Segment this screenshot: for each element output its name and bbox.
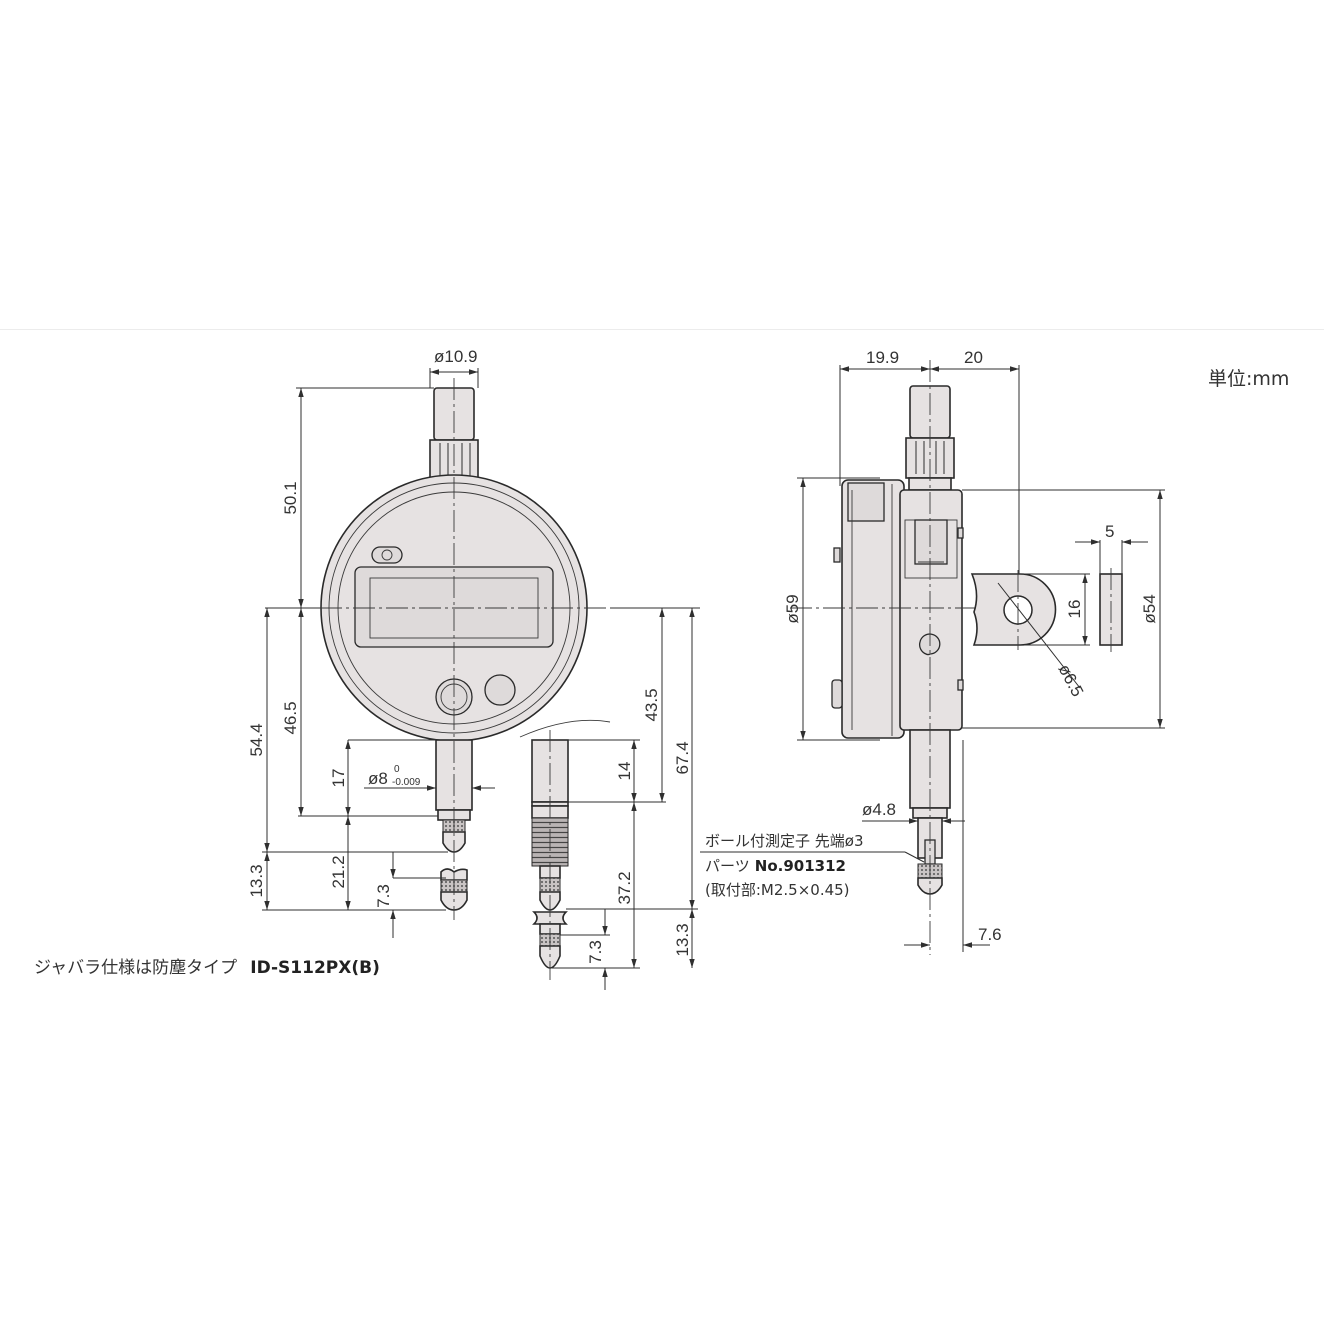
dim-body-diameter: ø59 [783,594,802,623]
dim-left-depth: 19.9 [866,348,899,367]
dim-stem-to-center: 46.5 [281,701,300,734]
svg-text:ジャバラ仕様は防塵タイプ ID-S112PX(B: ジャバラ仕様は防塵タイプ ID-S112PX(B) [34,958,380,978]
dim-sleeve-len: 14 [615,762,634,781]
side-view: 19.9 20 ø59 ø54 ø6.5 16 5 ø4 [700,348,1165,955]
dim-overall-to-tip: 54.4 [247,723,266,756]
dim-stem-tol-lower: -0.009 [392,777,421,788]
dim-back-diameter: ø54 [1140,594,1159,623]
dim-tip-offset: 7.6 [978,925,1002,944]
bellows-view: 14 37.2 43.5 67.4 13.3 7.3 ジャバラ仕様は防塵タイプ … [34,607,700,990]
dim-right-depth: 20 [964,348,983,367]
dim-tip-extension: 13.3 [673,923,692,956]
dim-stem-length: 17 [329,769,348,788]
dim-top-height: 50.1 [281,481,300,514]
caption-jp: ジャバラ仕様は防塵タイプ [34,958,237,978]
dim-lug-width: 16 [1065,600,1084,619]
dim-stem-diameter: ø8 [368,769,388,788]
dim-contact-travel: 21.2 [329,855,348,888]
dim-lug-thickness: 5 [1105,522,1114,541]
dim-tip-len: 7.3 [374,884,393,908]
caption-model: ID-S112PX(B) [250,958,380,978]
part-prefix: パーツ [705,857,750,875]
svg-text:パーツ No.901312: パーツ No.901312 [705,856,846,875]
dim-center-to-tip: 67.4 [673,741,692,774]
mount-spec: (取付部:M2.5×0.45) [705,881,850,899]
part-number: No.901312 [755,857,846,875]
dim-lug-hole: ø6.5 [1054,661,1087,700]
dim-bellows-tip-len: 7.3 [586,940,605,964]
contact-point-label: ボール付測定子 先端ø3 [705,832,864,850]
dim-stem-diameter: ø4.8 [862,800,896,819]
unit-label: 単位:mm [1208,368,1289,390]
top-divider [0,329,1324,330]
front-view: ø10.9 50.1 46.5 54.4 13.3 17 21.2 7.3 [247,347,610,938]
dim-contact-point-len: 13.3 [247,864,266,897]
dim-stem-tol-upper: 0 [394,764,400,775]
dim-center-to-stem-end: 43.5 [642,688,661,721]
dim-cap-diameter: ø10.9 [434,347,477,366]
dim-bellows-len: 37.2 [615,871,634,904]
